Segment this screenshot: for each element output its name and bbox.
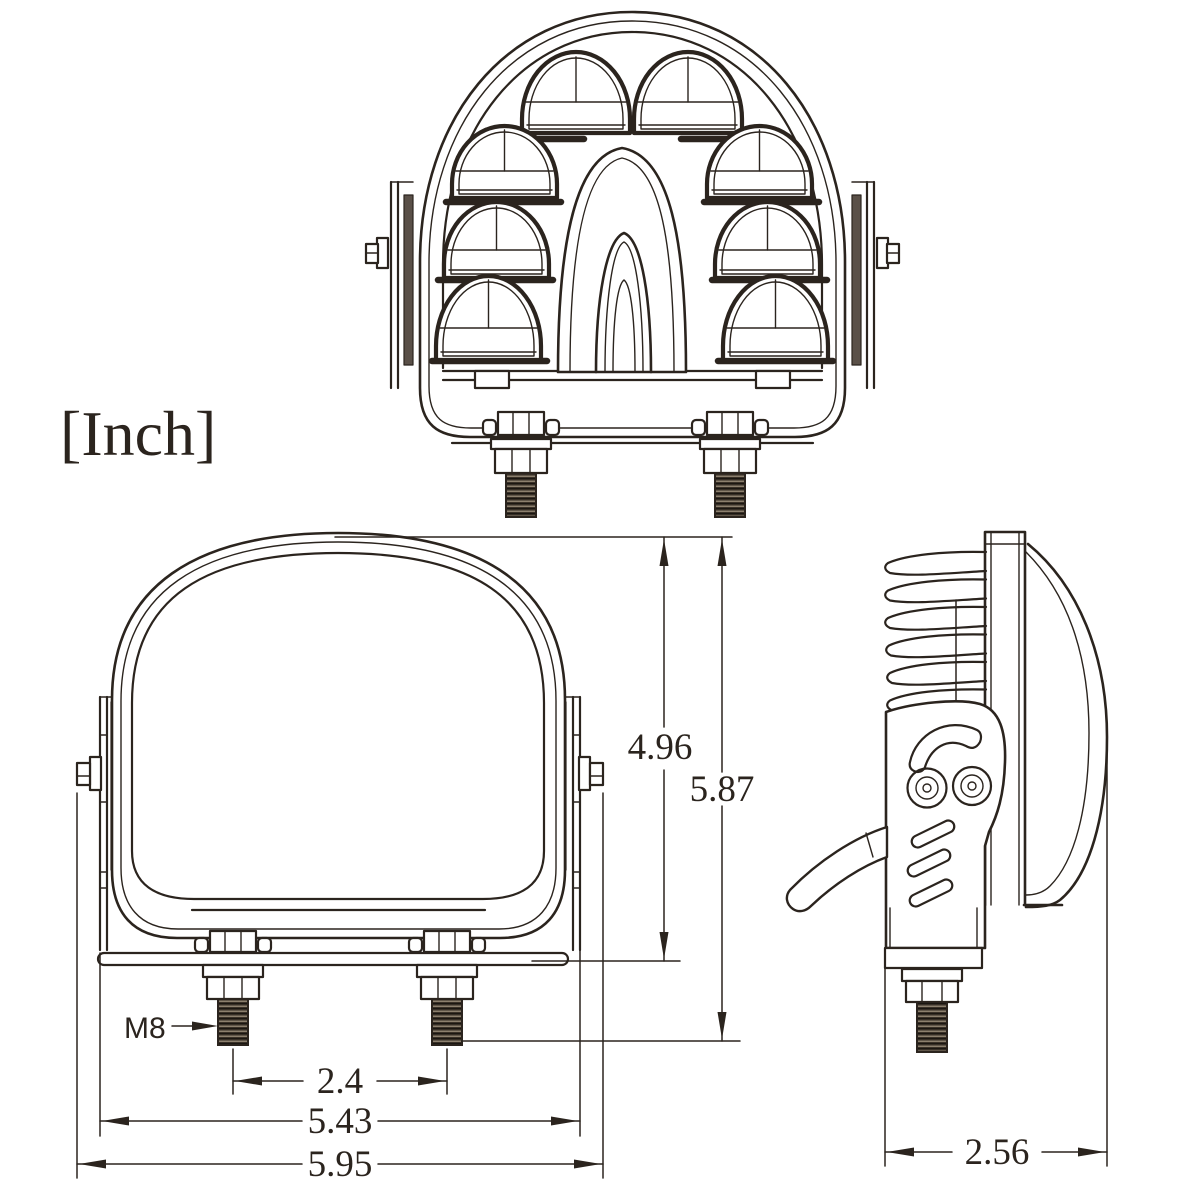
pivot-knob-right (577, 755, 605, 792)
side-foot (883, 946, 984, 970)
lens-cell (449, 123, 560, 201)
dim-bolt-spacing: 2.4 (232, 1061, 448, 1102)
lens-cell (720, 273, 831, 363)
adjustment-arc-slot (908, 724, 983, 774)
lens-cell (519, 49, 633, 136)
dim-overall-height-value: 5.87 (690, 769, 755, 810)
mounting-bolt (415, 963, 479, 1046)
bezel-tabs (473, 369, 792, 390)
dimensions: 4.96 5.87 2.4 5.43 5.95 M8 (76, 536, 755, 1185)
dim-bracket-width: 5.43 (99, 1101, 581, 1142)
lens-cell (631, 49, 745, 136)
plate-top-nut (407, 929, 487, 954)
pivot-bolt (951, 765, 993, 807)
front-bracket-arm-left (364, 180, 414, 390)
extension-lines (76, 536, 741, 1179)
mounting-bolt (481, 410, 561, 518)
rear-housing (110, 531, 567, 940)
dim-bracket-width-value: 5.43 (308, 1101, 373, 1142)
lens-cell (712, 199, 823, 281)
dim-body-height-value: 4.96 (628, 727, 693, 768)
units-label: [Inch] (60, 398, 216, 469)
thread-label: M8 (124, 1012, 166, 1045)
front-view (364, 10, 901, 518)
mounting-bolt (690, 410, 770, 518)
thread-callout: M8 (124, 1012, 218, 1045)
vent-slots (906, 819, 956, 908)
mounting-bolt (201, 963, 265, 1046)
pivot-knob-left (364, 236, 390, 270)
dim-overall-height: 5.87 (690, 536, 755, 1042)
pivot-knob-right (875, 236, 901, 270)
dim-depth: 2.56 (884, 741, 1108, 1173)
dim-bolt-spacing-value: 2.4 (317, 1061, 363, 1102)
lens-grid (433, 49, 831, 363)
rear-view (75, 531, 605, 1046)
dim-overall-width: 5.95 (76, 1144, 604, 1185)
power-cable (785, 825, 889, 913)
mounting-plate (96, 929, 570, 967)
lens-cell (704, 123, 815, 201)
lens-cell (433, 273, 544, 363)
center-beam-divider (556, 146, 688, 374)
dim-overall-width-value: 5.95 (308, 1144, 373, 1185)
pivot-bolt (906, 767, 948, 809)
side-view: 2.56 (785, 530, 1109, 1173)
mounting-bolt (900, 967, 964, 1053)
dim-depth-value: 2.56 (965, 1132, 1030, 1173)
front-bracket-arm-right (851, 180, 901, 390)
lens-cell (441, 199, 552, 281)
side-bracket (884, 700, 1007, 950)
dim-body-height: 4.96 (628, 536, 693, 962)
lens-profile (1024, 542, 1109, 909)
pivot-knob-left (75, 755, 103, 792)
